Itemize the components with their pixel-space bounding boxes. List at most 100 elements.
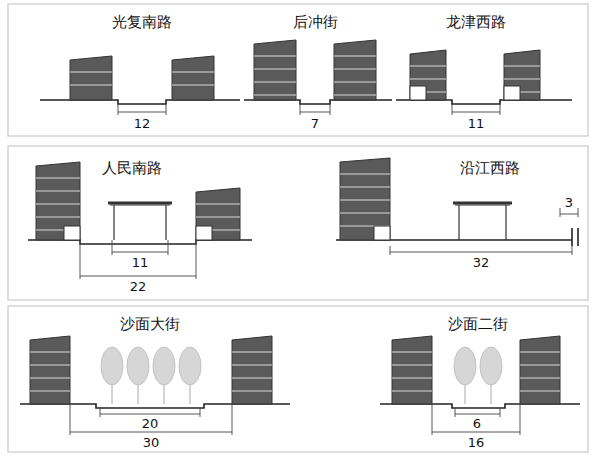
arcade [64,226,80,240]
floor-line [340,173,390,174]
buildings [30,40,560,404]
floor-line [172,71,214,72]
extension-line [168,240,169,255]
tree-crown [101,347,123,385]
extension-line [455,408,456,417]
dimension-line [80,276,196,277]
floor-line [520,351,560,352]
dimension-value: 20 [142,417,159,431]
street-name: 沙面大街 [120,316,180,333]
panel-frame [8,146,588,300]
floor-line [410,78,446,79]
canopies [108,203,512,240]
floor-line [340,199,390,200]
street-name: 后冲街 [293,14,338,31]
floor-line [172,84,214,85]
floor-line [520,377,560,378]
dimension-line [455,414,500,415]
tree-crown [127,347,149,385]
building [520,336,560,404]
extension-line [232,404,233,435]
floor-line [36,190,80,191]
dimension-value: 11 [132,256,149,270]
floor-line [334,55,376,56]
dimension-value: 32 [473,256,490,270]
floor-line [30,364,70,365]
building [70,56,112,100]
building [392,336,432,404]
extension-line [452,104,453,115]
street-name: 龙津西路 [446,14,506,31]
floor-line [36,203,80,204]
floor-line [392,364,432,365]
tree-crown [454,347,476,385]
floor-line [392,390,432,391]
trees [101,347,502,404]
tree-crown [153,347,175,385]
tree-crown [480,347,502,385]
street-name: 沿江西路 [460,160,520,177]
floor-line [504,65,540,66]
building [196,188,240,240]
dimension-value: 3 [565,196,573,210]
dimension-value: 30 [143,436,160,450]
arcade [504,86,520,100]
arcade [196,226,212,240]
floor-line [70,84,112,85]
floor-line [410,65,446,66]
building [232,336,272,404]
floor-line [334,81,376,82]
dimension-line [560,214,578,215]
panel-frame [8,306,588,452]
floor-line [392,377,432,378]
dimension-line [100,414,200,415]
street-name: 人民南路 [102,160,162,177]
dimension-value: 22 [130,280,147,294]
floor-line [30,351,70,352]
arcade [410,86,426,100]
panel-frame [8,4,588,136]
floor-line [30,377,70,378]
extension-line [578,208,579,217]
building [340,158,390,240]
floor-line [36,177,80,178]
floor-line [392,351,432,352]
extension-line [500,408,501,417]
floor-line [334,68,376,69]
floor-line [254,94,296,95]
extension-line [80,244,81,279]
ground-lines [20,100,580,408]
extension-line [560,208,561,217]
extension-line [200,408,201,417]
floor-line [232,390,272,391]
dimension-lines [70,104,578,435]
extension-line [520,404,521,435]
arcade [374,226,390,240]
dimension-line [70,432,232,433]
floor-line [232,364,272,365]
building [36,162,80,240]
extension-line [432,404,433,435]
building [410,50,446,100]
dimension-line [390,252,572,253]
floor-line [520,364,560,365]
floor-line [232,351,272,352]
building [172,56,214,100]
dimension-value: 11 [468,117,485,131]
extension-line [70,404,71,435]
street-name: 光复南路 [112,14,172,31]
building [334,40,376,100]
floor-line [30,390,70,391]
dimension-line [300,112,330,113]
floor-line [196,203,240,204]
extension-line [330,104,331,115]
dimension-value: 16 [468,436,485,450]
extension-line [196,244,197,279]
extension-line [118,104,119,115]
dimension-value: 6 [473,417,481,431]
dimension-value: 12 [134,117,151,131]
dimension-line [432,432,520,433]
tree-crown [179,347,201,385]
street-name: 沙面二街 [448,316,508,333]
